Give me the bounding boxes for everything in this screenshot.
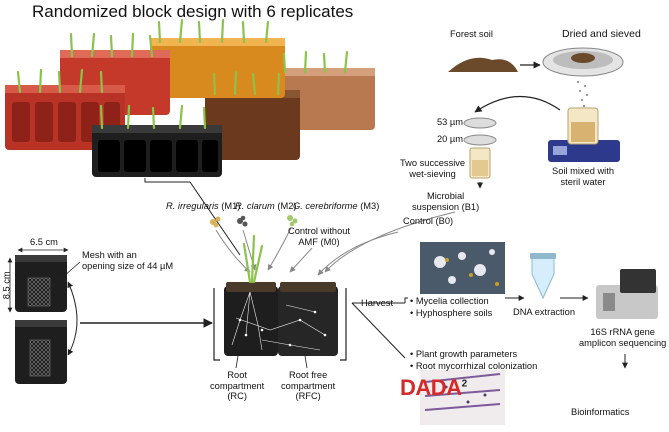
wet-sieve-stack xyxy=(463,117,497,179)
diagram-title: Randomized block design with 6 replicate… xyxy=(32,2,354,21)
rc-label: Root compartment (RC) xyxy=(210,370,265,402)
pot-top xyxy=(15,255,67,312)
seedlings xyxy=(16,18,349,130)
microbial-suspension-label: Microbial suspension (B1) xyxy=(412,191,480,212)
rfc-label: Root free compartment (RFC) xyxy=(281,370,336,402)
dna-tube xyxy=(530,253,556,300)
control-b0-to-pot-arrow xyxy=(317,231,399,276)
mesh-label: Mesh with an opening size of 44 µM xyxy=(82,250,174,271)
spore-icon-m3 xyxy=(287,215,298,227)
compartment-pot xyxy=(213,234,347,361)
soil-mixed-label: Soil mixed with steril water xyxy=(552,166,615,187)
tray-block-illustration xyxy=(5,18,375,177)
mycelia-image xyxy=(420,242,505,294)
forest-soil-pile xyxy=(448,57,518,72)
m1-code: (M1) xyxy=(221,201,241,211)
spore-icon-m2 xyxy=(237,215,248,227)
tray-red-front xyxy=(5,85,125,150)
m2-species: R. clarum xyxy=(235,201,275,211)
pot-rotate-arrow xyxy=(67,281,78,356)
stir-to-sieve-arrow xyxy=(474,95,561,113)
hyphosphere-soils-text: Hyphosphere soils xyxy=(415,308,493,318)
stirring-plate xyxy=(548,107,620,162)
sieve-53-label: 53 µm xyxy=(437,117,464,127)
pot-width-label: 6.5 cm xyxy=(30,237,58,247)
dada2-logo-sup: 2 xyxy=(461,378,468,390)
mycelia-collection-text: Mycelia collection xyxy=(415,296,489,306)
sieve-20-label: 20 µm xyxy=(437,134,464,144)
m3-species: G. cerebriforme xyxy=(293,201,358,211)
sequencing-label: 16S rRNA gene amplicon sequencing xyxy=(579,327,667,348)
pot-bottom xyxy=(15,320,67,384)
root-colonization-text: Root mycorrhizal colonization xyxy=(415,361,538,371)
tray-black xyxy=(92,125,222,177)
m3-code: (M3) xyxy=(360,201,380,211)
forest-soil-label: Forest soil xyxy=(450,29,493,39)
m0-arrow xyxy=(289,247,313,273)
harvest-top-item-1: • Hyphosphere soils xyxy=(410,308,493,318)
root-microscopy-image xyxy=(420,370,505,425)
harvest-label: Harvest xyxy=(361,298,394,308)
drying-sieve xyxy=(542,47,624,107)
control-b0-label: Control (B0) xyxy=(403,216,454,226)
m3-arrow xyxy=(267,227,292,271)
harvest-bracket xyxy=(351,297,408,359)
pot-dimensions xyxy=(7,247,69,313)
dada2-logo: DADA2 xyxy=(400,375,467,401)
dna-extraction-label: DNA extraction xyxy=(513,307,576,317)
harvest-bottom-item-0: • Plant growth parameters xyxy=(410,349,518,359)
m2-code: (M2) xyxy=(277,201,297,211)
wet-sieving-label: Two successive wet-sieving xyxy=(400,158,466,179)
plant-growth-text: Plant growth parameters xyxy=(415,349,518,359)
pot-height-label: 8.5 cm xyxy=(1,271,12,300)
mesh-pointer xyxy=(47,261,81,291)
harvest-bottom-item-1: • Root mycorrhizal colonization xyxy=(410,361,538,371)
spore-icon-m1 xyxy=(210,216,221,228)
inoculum-m3-label: G. cerebriforme (M3) xyxy=(293,201,379,212)
harvest-top-item-0: • Mycelia collection xyxy=(410,296,489,306)
tray-to-pot-connector xyxy=(144,178,241,256)
rc-pointer xyxy=(235,355,239,369)
bioinformatics-label: Bioinformatics xyxy=(571,407,630,417)
m1-species: R. irregularis xyxy=(166,201,219,211)
inoculum-m1-label: R. irregularis (M1) xyxy=(166,201,240,212)
rfc-pointer xyxy=(304,355,308,369)
dried-sieved-label: Dried and sieved xyxy=(562,28,641,40)
sequencer-machine xyxy=(596,269,658,319)
control-m0-label: Control without AMF (M0) xyxy=(288,226,351,247)
inoculum-m2-label: R. clarum (M2) xyxy=(235,201,296,212)
tray-orange xyxy=(150,38,285,98)
dada2-logo-text: DADA xyxy=(400,375,462,400)
